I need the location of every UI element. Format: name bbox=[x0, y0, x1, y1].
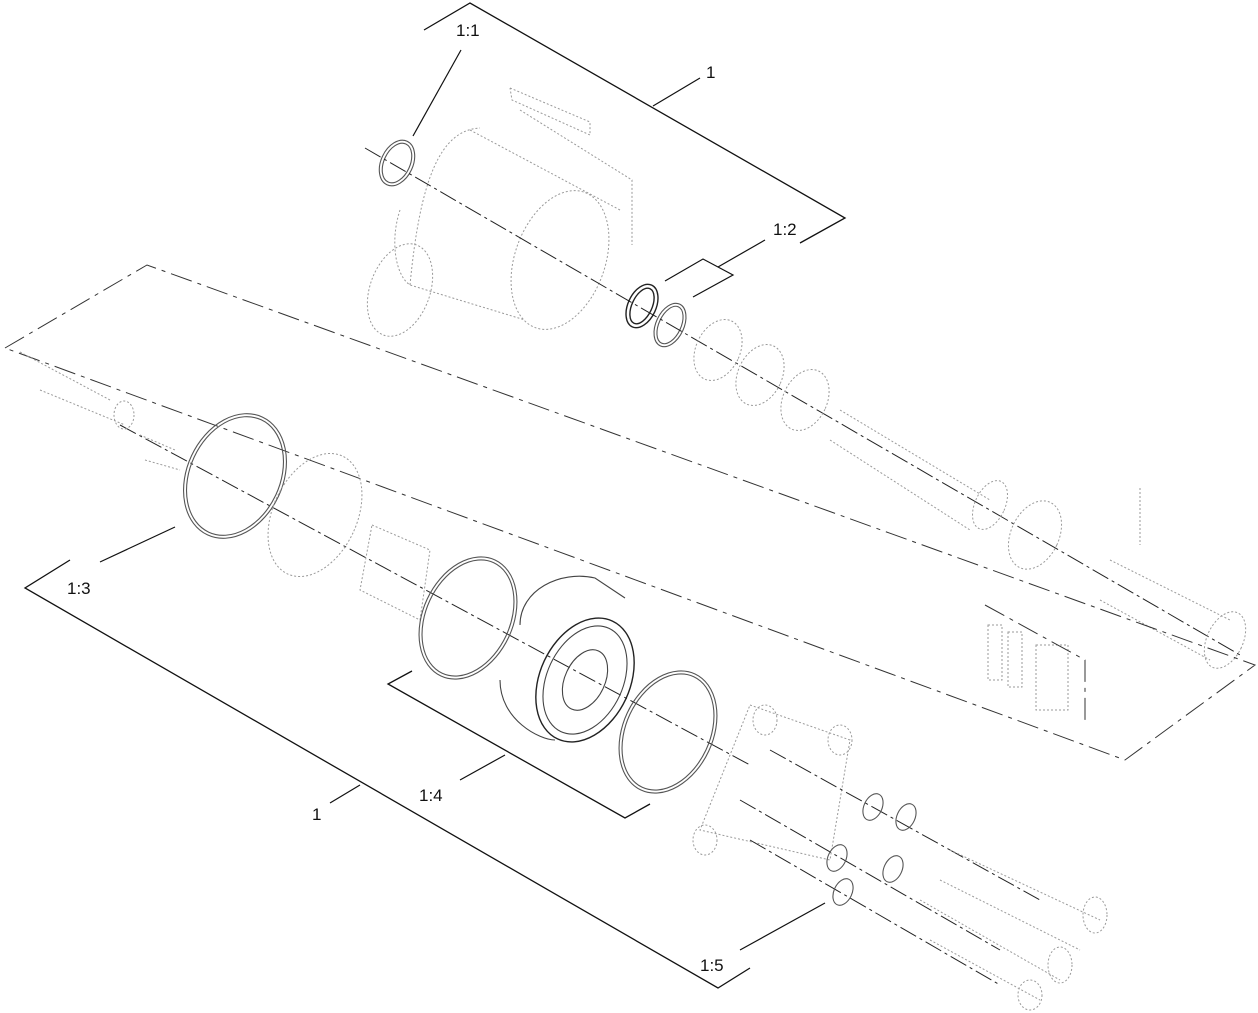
bracket-item-1-bottom bbox=[23, 559, 751, 989]
o-ring-1-4-a bbox=[418, 556, 518, 680]
leader-1-3 bbox=[99, 526, 176, 563]
callout-1-5: 1:5 bbox=[700, 956, 724, 975]
callout-item-1-top: 1 bbox=[706, 63, 716, 82]
seal-1-2-b bbox=[653, 302, 687, 348]
leader-1-4 bbox=[459, 754, 506, 781]
o-ring-1-5-c bbox=[826, 844, 848, 872]
bracket-item-1-top bbox=[423, 2, 847, 244]
leader-1-2-tail bbox=[717, 239, 766, 268]
o-ring-1-5-e bbox=[832, 878, 854, 906]
upper-axis bbox=[364, 147, 1241, 656]
lower-axis bbox=[119, 424, 751, 766]
o-ring-1-5-d bbox=[882, 855, 904, 883]
o-ring-1-4-b bbox=[618, 670, 718, 794]
callout-1-1: 1:1 bbox=[456, 21, 480, 40]
seal-1-2-a bbox=[625, 283, 659, 329]
leader-1-5 bbox=[739, 902, 826, 951]
gerotor-1-4 bbox=[499, 575, 635, 743]
o-ring-1-5-b bbox=[895, 803, 917, 831]
callout-1-3: 1:3 bbox=[67, 579, 91, 598]
bracket-1-4 bbox=[386, 670, 651, 819]
ring-1-1 bbox=[378, 139, 416, 187]
callout-item-1-bottom: 1 bbox=[312, 805, 322, 824]
assembly-envelope bbox=[4, 264, 1257, 761]
leader-1-1 bbox=[412, 49, 462, 137]
leader-item-1-bottom bbox=[329, 784, 361, 804]
o-ring-1-5-a bbox=[862, 793, 884, 821]
callout-1-2: 1:2 bbox=[773, 220, 797, 239]
drive-shaft bbox=[19, 351, 181, 471]
port-plate bbox=[267, 452, 363, 578]
end-cap-fittings bbox=[692, 704, 1108, 1011]
upper-housing bbox=[366, 87, 633, 337]
o-ring-1-3 bbox=[182, 413, 288, 539]
callout-1-4: 1:4 bbox=[419, 786, 443, 805]
leader-item-1-top bbox=[652, 77, 701, 107]
upper-right-parts bbox=[693, 319, 1247, 711]
